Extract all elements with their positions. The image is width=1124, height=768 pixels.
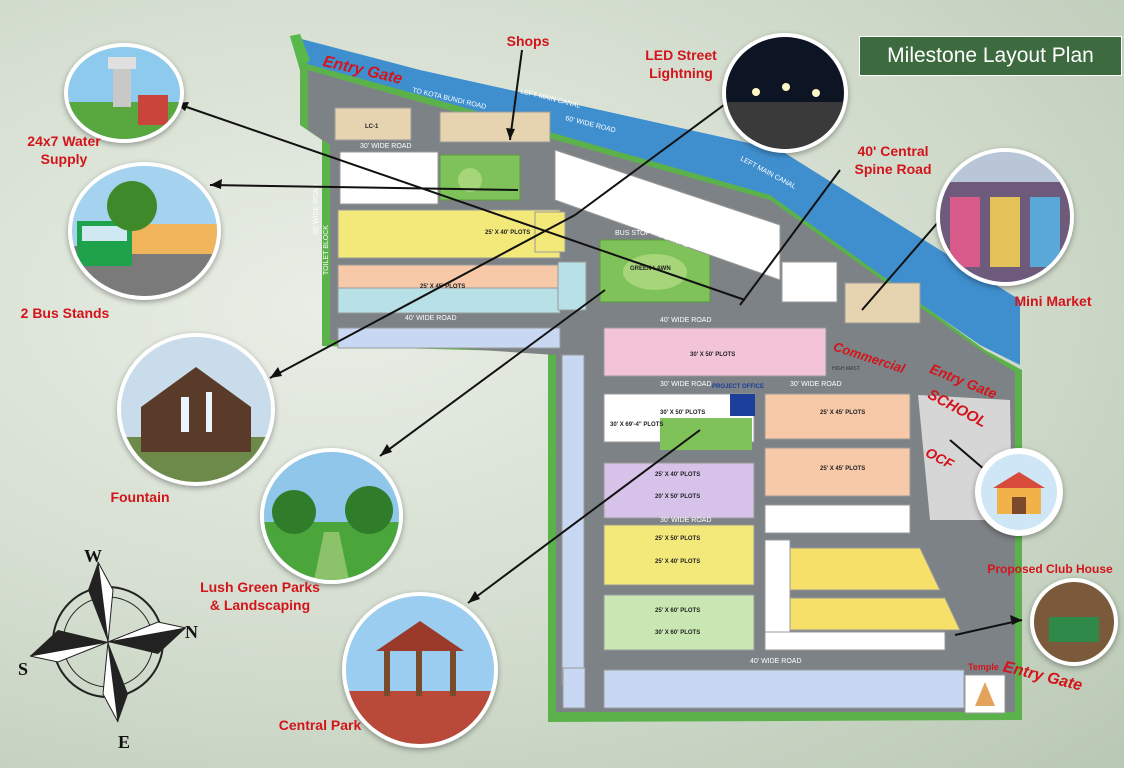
plots-30x69: 30' X 69'-4" PLOTS	[610, 422, 663, 428]
road-30-vertical: 30' WIDE ROAD	[313, 183, 320, 235]
toilet-block-label: TOILET BLOCK	[323, 225, 330, 275]
canal	[290, 36, 1020, 365]
spine-road-label: 40' Central Spine Road	[854, 143, 932, 177]
road-30-label-4: 30' WIDE ROAD	[660, 517, 712, 524]
parks-photo	[260, 448, 403, 584]
plots-20x50: 20' X 50' PLOTS	[655, 494, 700, 500]
temple-label: Temple	[968, 662, 999, 672]
lc1-label: LC-1	[365, 124, 379, 130]
compass-rose: W N S E	[18, 550, 198, 750]
compass-e: E	[118, 732, 130, 750]
compass-w: W	[84, 550, 102, 566]
mini-market-label: Mini Market	[1014, 293, 1092, 309]
mini-market-photo	[936, 148, 1074, 286]
bus-stop-label: BUS STOP	[615, 230, 651, 237]
club-house-photo	[1030, 578, 1118, 666]
high-mast-label: HIGH MAST	[832, 366, 860, 372]
water-supply-photo	[64, 43, 184, 143]
central-park-label: Central Park	[278, 717, 362, 733]
club-house-label: Proposed Club House	[987, 562, 1113, 576]
fountain-photo	[117, 333, 275, 486]
pointer-arrows	[174, 49, 1023, 636]
compass-s: S	[18, 659, 28, 679]
bus-stands-label: 2 Bus Stands	[20, 305, 110, 321]
plots-25x40-a: 25' X 40' PLOTS	[485, 230, 530, 236]
plots-25x40-b: 25' X 40' PLOTS	[655, 472, 700, 478]
road-30-label-3: 30' WIDE ROAD	[790, 381, 842, 388]
school-icon	[975, 448, 1063, 536]
fountain-label: Fountain	[110, 489, 170, 505]
led-photo	[722, 33, 848, 153]
plots-25x40-c: 25' X 40' PLOTS	[655, 559, 700, 565]
plots-25x50: 25' X 50' PLOTS	[655, 536, 700, 542]
road-30-label-2: 30' WIDE ROAD	[660, 381, 712, 388]
road-40-label: 40' WIDE ROAD	[405, 315, 457, 322]
road-30-label: 30' WIDE ROAD	[360, 143, 412, 150]
compass-n: N	[185, 622, 198, 642]
plots-25x60: 25' X 60' PLOTS	[655, 608, 700, 614]
project-office-label: PROJECT OFFICE	[712, 384, 764, 390]
parks-label: Lush Green Parks & Landscaping	[200, 579, 320, 613]
plots-30x60: 30' X 60' PLOTS	[655, 630, 700, 636]
plots-30x50-a: 30' X 50' PLOTS	[690, 352, 735, 358]
bus-stand-photo	[68, 162, 221, 300]
road-40-label-2: 40' WIDE ROAD	[660, 317, 712, 324]
plots-25x45-a: 25' X 45' PLOTS	[420, 284, 465, 290]
led-label: LED Street Lightning	[645, 47, 717, 81]
green-lawn-label: GREEN LAWN	[630, 266, 671, 272]
page-title: Milestone Layout Plan	[859, 36, 1122, 76]
road-40-label-3: 40' WIDE ROAD	[750, 658, 802, 665]
plots-25x45-b: 25' X 45' PLOTS	[820, 410, 865, 416]
shops-label: Shops	[506, 33, 550, 49]
plots-25x45-c: 25' X 45' PLOTS	[820, 466, 865, 472]
water-supply-label: 24x7 Water Supply	[27, 133, 101, 167]
plots-30x50-b: 30' X 50' PLOTS	[660, 410, 705, 416]
